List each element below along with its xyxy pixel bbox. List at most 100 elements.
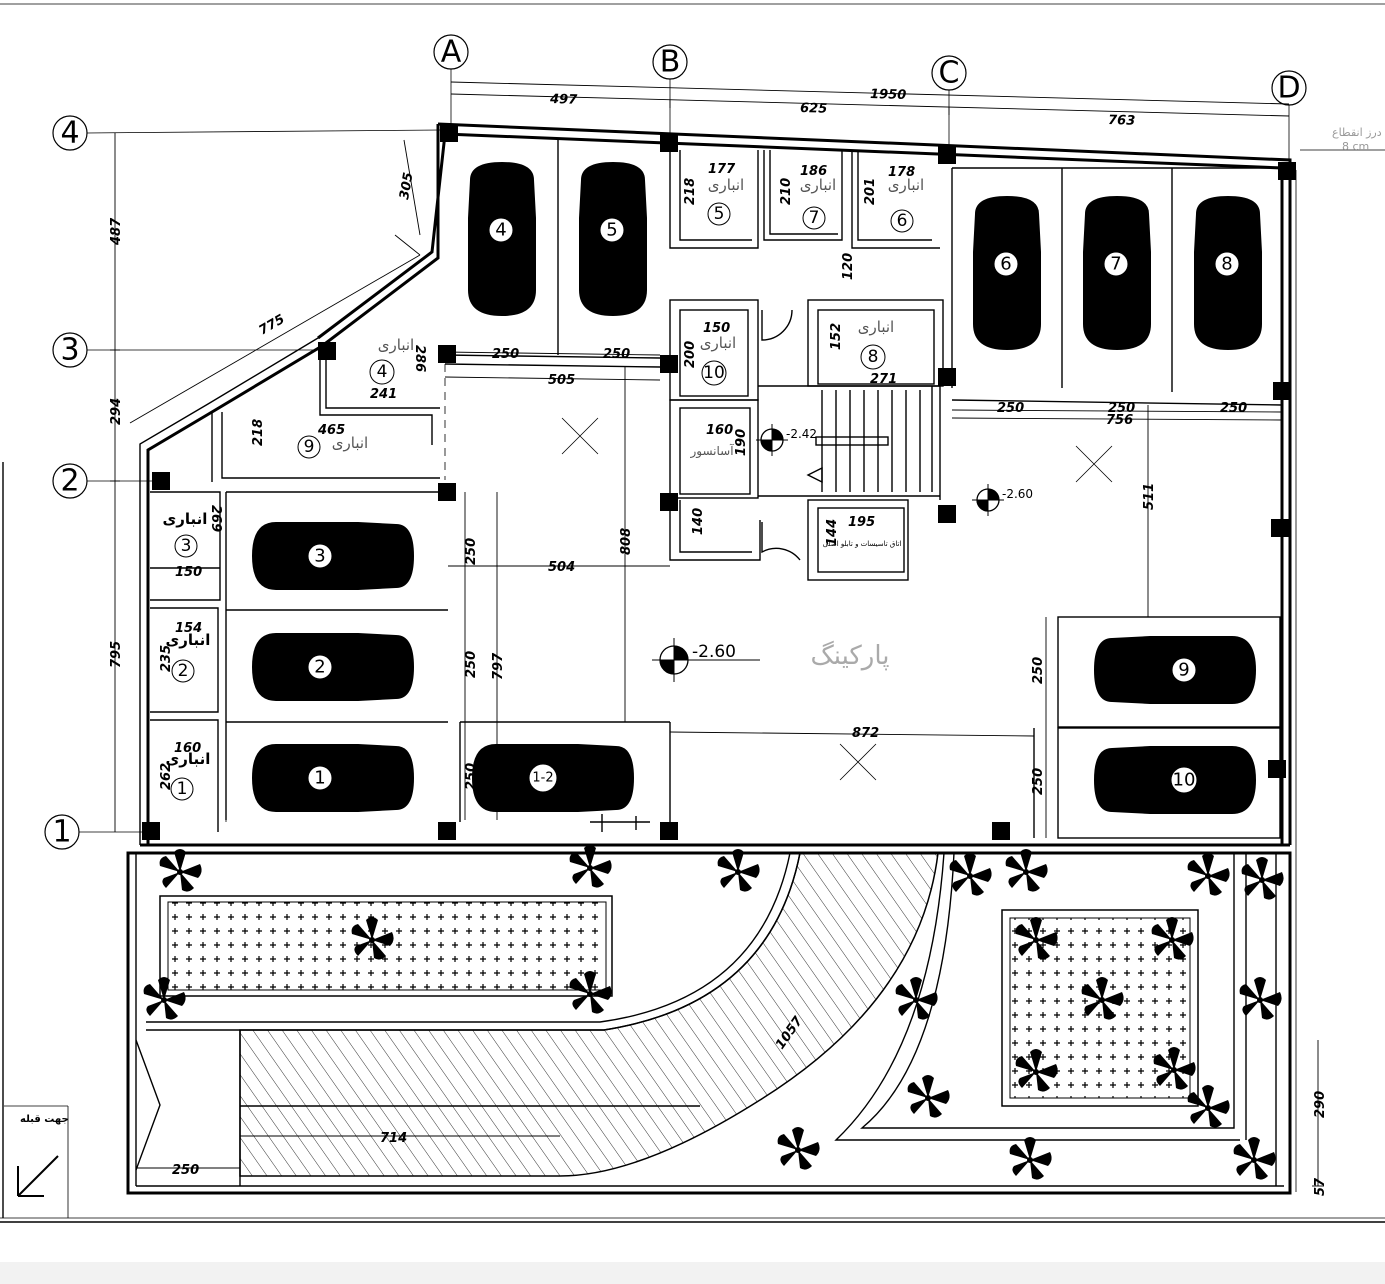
svg-text:511: 511 [1142, 483, 1157, 510]
svg-text:200: 200 [683, 341, 698, 368]
svg-text:305: 305 [397, 171, 416, 200]
grid-bubble-b: B [652, 44, 688, 80]
svg-text:3: 3 [60, 333, 79, 368]
svg-text:2: 2 [314, 657, 325, 678]
svg-text:177: 177 [708, 162, 736, 177]
grid-bubble-2: 2 [52, 463, 88, 499]
svg-text:465: 465 [317, 423, 345, 438]
svg-text:-2.60: -2.60 [692, 642, 736, 662]
facility-room-label: اتاق تاسیسات و تابلو اصلی [823, 540, 902, 548]
svg-text:B: B [660, 45, 681, 80]
car-2: 2 [252, 627, 414, 707]
storage-4: انباری 4 [369, 336, 414, 385]
svg-text:انباری: انباری [708, 176, 744, 194]
svg-text:7: 7 [809, 208, 820, 228]
car-3: 3 [252, 516, 414, 596]
level-marker-main: -2.60 [652, 638, 760, 682]
elevator-label: آسانسور [689, 443, 734, 459]
svg-text:262: 262 [159, 763, 174, 790]
svg-text:انباری: انباری [858, 318, 894, 336]
svg-text:160: 160 [174, 741, 201, 756]
svg-text:250: 250 [1031, 768, 1046, 795]
car-6: 6 [967, 196, 1047, 350]
expansion-joint-width: 8 cm [1342, 140, 1369, 153]
svg-text:250: 250 [603, 347, 630, 362]
svg-text:625: 625 [800, 101, 828, 117]
svg-text:250: 250 [464, 651, 479, 678]
svg-text:504: 504 [548, 560, 575, 575]
svg-text:250: 250 [1031, 657, 1046, 684]
svg-text:250: 250 [997, 401, 1024, 416]
svg-text:1-2: 1-2 [532, 771, 553, 786]
svg-text:1: 1 [52, 815, 71, 850]
svg-text:انباری: انباری [166, 750, 211, 768]
storage-2: انباری 2 [166, 631, 210, 683]
svg-text:763: 763 [1108, 113, 1136, 129]
car-7: 7 [1077, 196, 1157, 350]
svg-text:797: 797 [491, 652, 506, 680]
svg-text:140: 140 [691, 508, 706, 535]
svg-text:269: 269 [208, 505, 223, 532]
svg-text:D: D [1277, 71, 1300, 106]
svg-text:218: 218 [683, 178, 698, 205]
svg-text:294: 294 [109, 398, 124, 425]
storage-10: انباری 10 [700, 334, 736, 386]
light-fixture-marks [561, 417, 1113, 781]
svg-text:5: 5 [606, 220, 617, 241]
svg-text:714: 714 [380, 1131, 407, 1146]
level-marker-east: -2.60 [971, 483, 1033, 517]
svg-text:250: 250 [464, 538, 479, 565]
svg-text:4: 4 [377, 362, 388, 382]
grid-bubble-a: A [433, 34, 469, 70]
storage-5: انباری 5 [707, 176, 744, 226]
svg-text:1: 1 [314, 768, 325, 789]
storage-8: انباری 8 [858, 318, 894, 370]
svg-text:241: 241 [370, 387, 397, 402]
svg-text:C: C [939, 56, 960, 91]
storage-9: انباری 9 [297, 434, 368, 459]
yard: 250 714 1057 [126, 851, 1292, 1195]
grid-bubble-3: 3 [52, 332, 88, 368]
svg-text:9: 9 [304, 437, 315, 457]
svg-text:154: 154 [175, 621, 202, 636]
svg-text:57: 57 [1313, 1177, 1328, 1196]
svg-text:160: 160 [706, 423, 733, 438]
car-9: 9 [1094, 630, 1256, 710]
car-4: 4 [462, 162, 542, 316]
svg-text:190: 190 [734, 429, 749, 456]
svg-text:جهت قبله: جهت قبله [20, 1114, 69, 1125]
storage-1: انباری 1 [166, 750, 211, 801]
storage-3: انباری 3 [163, 510, 208, 558]
svg-text:250: 250 [1108, 401, 1135, 416]
svg-text:497: 497 [549, 92, 578, 108]
svg-text:290: 290 [1313, 1091, 1328, 1118]
grid-bubble-1: 1 [44, 814, 80, 850]
doors [761, 309, 801, 561]
svg-text:487: 487 [109, 217, 124, 246]
svg-text:286: 286 [412, 345, 427, 372]
svg-text:انباری: انباری [888, 176, 924, 194]
svg-text:8: 8 [1221, 254, 1232, 275]
svg-text:2: 2 [178, 661, 189, 681]
expansion-joint-note: درز انقطاع [1332, 126, 1382, 139]
svg-text:1: 1 [177, 779, 188, 799]
svg-text:201: 201 [863, 178, 878, 205]
svg-text:انباری: انباری [800, 176, 836, 194]
columns [142, 124, 1296, 840]
svg-text:3: 3 [181, 536, 192, 556]
svg-text:8: 8 [868, 347, 879, 367]
svg-text:انباری: انباری [332, 434, 368, 452]
car-1: 1 [252, 738, 414, 818]
level-marker-stair: -2.42 [755, 423, 817, 457]
svg-text:3: 3 [314, 546, 325, 567]
svg-text:-2.42: -2.42 [786, 427, 817, 441]
grid-bubble-c: C [931, 55, 967, 91]
svg-text:4: 4 [60, 116, 79, 151]
svg-text:120: 120 [841, 253, 856, 280]
storage-6: انباری 6 [888, 176, 924, 233]
left-dimension-chain: 487 294 795 775 305 [109, 133, 421, 832]
car-1-2: 1-2 [472, 738, 634, 818]
svg-text:انباری: انباری [163, 510, 208, 528]
svg-text:9: 9 [1178, 660, 1189, 681]
svg-text:1950: 1950 [870, 87, 907, 103]
